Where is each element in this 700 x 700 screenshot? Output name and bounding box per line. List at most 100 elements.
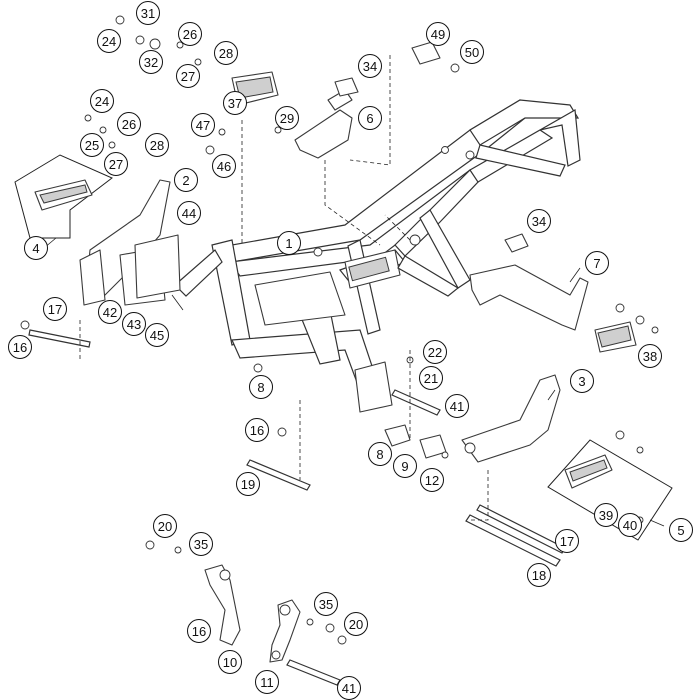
callout-number: 34 — [532, 214, 546, 229]
callout-38: 38 — [638, 344, 662, 368]
leader-lines — [43, 237, 665, 527]
callout-16: 16 — [8, 335, 32, 359]
callout-circle — [420, 468, 444, 492]
callout-number: 16 — [192, 624, 206, 639]
callout-number: 8 — [257, 380, 264, 395]
callout-number: 39 — [599, 508, 613, 523]
callout-number: 20 — [349, 617, 363, 632]
callout-number: 20 — [158, 519, 172, 534]
callout-11: 11 — [255, 670, 279, 694]
callout-8: 8 — [368, 442, 392, 466]
callout-39: 39 — [594, 503, 618, 527]
callout-number: 27 — [109, 157, 123, 172]
footpeg-box-4 — [14, 154, 113, 239]
callout-44: 44 — [177, 201, 201, 225]
callout-circle — [139, 50, 163, 74]
callout-number: 17 — [48, 302, 62, 317]
callout-number: 34 — [363, 59, 377, 74]
callout-circle — [245, 418, 269, 442]
callout-number: 25 — [85, 138, 99, 153]
callout-circle — [117, 112, 141, 136]
callout-circle — [358, 54, 382, 78]
callout-number: 46 — [217, 159, 231, 174]
callout-1: 1 — [277, 231, 301, 255]
callout-28: 28 — [214, 41, 238, 65]
callout-number: 45 — [150, 328, 164, 343]
callout-number: 10 — [223, 655, 237, 670]
callout-circle — [527, 563, 551, 587]
callout-number: 2 — [182, 173, 189, 188]
callout-number: 16 — [13, 340, 27, 355]
callout-circle — [145, 323, 169, 347]
callout-circle — [178, 22, 202, 46]
callout-circle — [358, 106, 382, 130]
callout-number: 8 — [376, 447, 383, 462]
callout-circle — [344, 612, 368, 636]
callout-number: 9 — [401, 459, 408, 474]
callout-46: 46 — [212, 154, 236, 178]
dashed-leaders — [79, 55, 489, 521]
callout-circle — [43, 297, 67, 321]
callout-number: 16 — [250, 423, 264, 438]
callout-circle — [669, 518, 693, 542]
bracket-34-right — [504, 233, 529, 253]
callout-number: 5 — [677, 523, 684, 538]
callout-50: 50 — [460, 40, 484, 64]
hardware — [20, 15, 659, 645]
callout-number: 24 — [95, 94, 109, 109]
callout-35: 35 — [189, 532, 213, 556]
callout-21: 21 — [419, 366, 443, 390]
callout-number: 44 — [182, 206, 196, 221]
callout-circle — [638, 344, 662, 368]
callout-number: 28 — [150, 138, 164, 153]
callout-19: 19 — [236, 472, 260, 496]
callout-circle — [145, 133, 169, 157]
callout-number: 4 — [32, 241, 39, 256]
callout-circle — [527, 209, 551, 233]
callout-43: 43 — [122, 312, 146, 336]
callout-8: 8 — [249, 375, 273, 399]
callout-number: 49 — [431, 27, 445, 42]
callout-circle — [104, 152, 128, 176]
callout-28: 28 — [145, 133, 169, 157]
callout-circle — [445, 394, 469, 418]
callout-circle — [122, 312, 146, 336]
callout-number: 31 — [141, 6, 155, 21]
callout-18: 18 — [527, 563, 551, 587]
callout-34: 34 — [527, 209, 551, 233]
callout-3: 3 — [570, 369, 594, 393]
rods — [28, 329, 566, 686]
callout-circle — [8, 335, 32, 359]
main-frame — [174, 99, 581, 413]
rear-bracket-7 — [469, 264, 589, 331]
callout-10: 10 — [218, 650, 242, 674]
callout-number: 3 — [578, 374, 585, 389]
callout-circle — [236, 472, 260, 496]
callout-number: 28 — [219, 46, 233, 61]
callout-circle — [176, 64, 200, 88]
callout-24: 24 — [90, 89, 114, 113]
callout-number: 37 — [228, 96, 242, 111]
callout-circle — [24, 236, 48, 260]
callout-41: 41 — [445, 394, 469, 418]
callout-circle — [255, 670, 279, 694]
callout-circle — [249, 375, 273, 399]
footpeg-38 — [594, 321, 637, 353]
callout-42: 42 — [98, 300, 122, 324]
footpeg-box-5 — [547, 439, 673, 541]
callout-number: 26 — [122, 117, 136, 132]
callout-17: 17 — [555, 529, 579, 553]
callout-22: 22 — [423, 340, 447, 364]
callout-27: 27 — [104, 152, 128, 176]
callout-number: 47 — [196, 118, 210, 133]
callout-24: 24 — [97, 29, 121, 53]
callout-number: 35 — [319, 597, 333, 612]
callout-circle — [136, 1, 160, 25]
callout-circle — [275, 106, 299, 130]
link-11 — [269, 599, 301, 663]
bracket-6 — [294, 89, 353, 159]
callout-31: 31 — [136, 1, 160, 25]
callout-circle — [218, 650, 242, 674]
